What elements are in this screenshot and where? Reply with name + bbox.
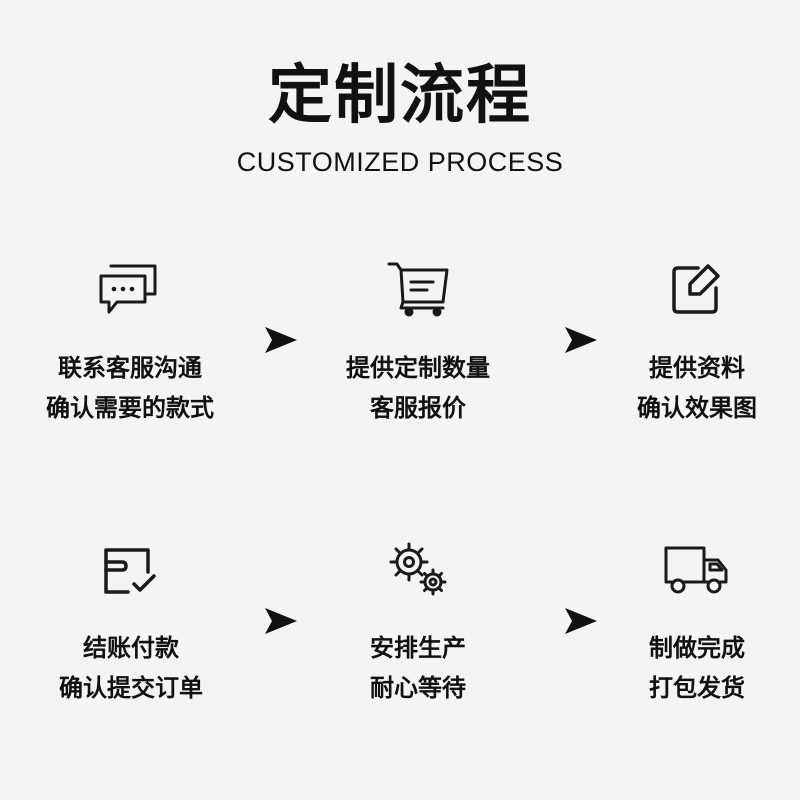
step-5-line-1: 安排生产: [370, 634, 466, 662]
step-4-line-2: 确认提交订单: [59, 674, 203, 702]
chat-bubbles-icon: [95, 258, 165, 320]
step-6-line-1: 制做完成: [649, 634, 745, 662]
page-subtitle: CUSTOMIZED PROCESS: [236, 147, 564, 177]
page-title: 定制流程: [268, 59, 532, 133]
step-5-line-2: 耐心等待: [370, 674, 466, 702]
step-5: 安排生产 耐心等待: [288, 538, 548, 708]
arrow-right-icon: [263, 606, 299, 636]
step-3: 提供资料 确认效果图: [567, 258, 800, 428]
step-3-line-1: 提供资料: [649, 354, 745, 382]
step-2: 提供定制数量 客服报价: [288, 258, 548, 428]
step-4-line-1: 结账付款: [83, 634, 179, 662]
step-1-line-2: 确认需要的款式: [46, 394, 214, 422]
step-2-line-1: 提供定制数量: [346, 354, 490, 382]
shopping-cart-icon: [383, 258, 453, 320]
arrow-right-icon: [563, 606, 599, 636]
step-6-line-2: 打包发货: [649, 674, 745, 702]
arrow-right-icon: [563, 325, 599, 355]
wallet-check-icon: [96, 538, 166, 600]
step-6: 制做完成 打包发货: [567, 538, 800, 708]
step-4: 结账付款 确认提交订单: [1, 538, 261, 708]
delivery-truck-icon: [662, 538, 732, 600]
edit-icon: [662, 258, 732, 320]
gears-icon: [383, 538, 453, 600]
arrow-right-icon: [263, 325, 299, 355]
step-3-line-2: 确认效果图: [637, 394, 757, 422]
step-1-line-1: 联系客服沟通: [58, 354, 202, 382]
step-2-line-2: 客服报价: [370, 394, 466, 422]
step-1: 联系客服沟通 确认需要的款式: [0, 258, 260, 428]
